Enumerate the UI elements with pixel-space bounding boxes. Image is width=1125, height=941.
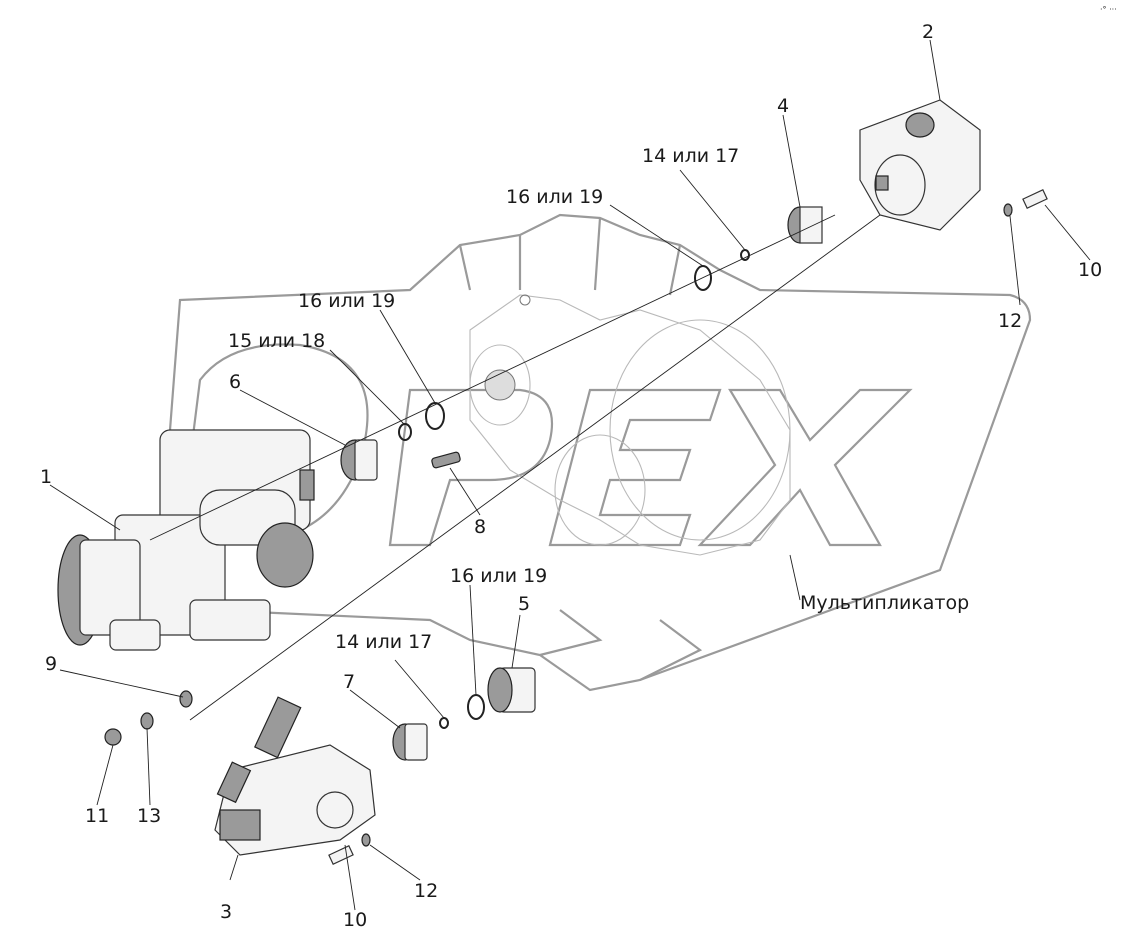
label-part-8: 8 bbox=[474, 516, 486, 538]
label-part-6: 6 bbox=[229, 371, 241, 393]
pump-assembly-part-1 bbox=[57, 429, 315, 651]
label-ring-16-top: 16 или 19 bbox=[506, 186, 603, 208]
label-part-13: 13 bbox=[137, 805, 161, 827]
bushing-part-5 bbox=[487, 667, 536, 713]
label-part-10-top: 10 bbox=[1078, 259, 1102, 281]
label-part-5: 5 bbox=[518, 593, 530, 615]
label-ring-16-bottom: 16 или 19 bbox=[450, 565, 547, 587]
pump-part-2 bbox=[859, 99, 981, 231]
part-labels: 1 2 3 4 5 6 7 8 9 10 10 11 12 12 13 14 и… bbox=[40, 21, 1102, 931]
label-part-10-bottom: 10 bbox=[343, 909, 367, 931]
stud-part-8 bbox=[431, 451, 461, 469]
label-part-12-top: 12 bbox=[998, 310, 1022, 332]
label-part-4: 4 bbox=[777, 95, 789, 117]
label-multiplier: Мультипликатор bbox=[800, 592, 969, 614]
retaining-rings bbox=[398, 249, 750, 729]
label-ring-14-bottom: 14 или 17 bbox=[335, 631, 432, 653]
label-part-7: 7 bbox=[343, 671, 355, 693]
gear-part-6 bbox=[340, 439, 378, 481]
label-part-2: 2 bbox=[922, 21, 934, 43]
label-part-11: 11 bbox=[85, 805, 109, 827]
leader-lines bbox=[49, 39, 1091, 911]
gear-part-7 bbox=[392, 723, 428, 761]
label-ring-16-middle: 16 или 19 bbox=[298, 290, 395, 312]
pump-part-3 bbox=[214, 696, 376, 856]
gear-part-4 bbox=[787, 206, 823, 244]
fasteners bbox=[104, 189, 1048, 865]
multiplier-housing bbox=[469, 294, 791, 556]
label-ring-14-top: 14 или 17 bbox=[642, 145, 739, 167]
corner-mark: ·° ··· bbox=[1100, 5, 1117, 14]
label-part-12-bottom: 12 bbox=[414, 880, 438, 902]
label-ring-15: 15 или 18 bbox=[228, 330, 325, 352]
label-part-9: 9 bbox=[45, 653, 57, 675]
label-part-3: 3 bbox=[220, 901, 232, 923]
label-part-1: 1 bbox=[40, 466, 52, 488]
